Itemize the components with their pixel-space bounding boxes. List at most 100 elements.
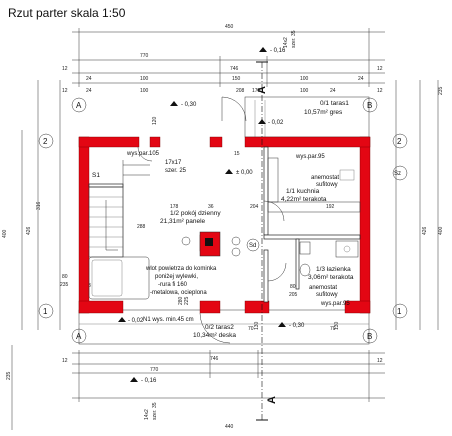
axis-2-right: 2 [397, 137, 402, 146]
dim-24b: 24 [358, 76, 364, 82]
dim-208: 208 [236, 88, 245, 94]
dim-130a: 130 [254, 321, 260, 330]
dimension-texts: 450 770 746 12 12 24 24 100 100 150 12 1… [2, 24, 444, 430]
dim-426: 426 [26, 226, 32, 235]
notes: wys.par.105 17x17 szer. 25 S1 wys.par.95… [92, 151, 350, 323]
room-kuchnia-name: 1/1 kuchnia [286, 188, 320, 195]
axis-b-bottom: B [367, 332, 372, 341]
level-016b: - 0,16 [141, 378, 157, 384]
dim-178: 178 [170, 204, 179, 210]
dim-szer35: szer. 35 [291, 30, 297, 48]
dim-24c: 24 [86, 88, 92, 94]
grid-axes: A B 2 2 1 1 A B Sz Sd [38, 97, 408, 344]
note-wlot-4: -metalowa, ocieplona [150, 290, 207, 296]
axis-a-bottom: A [76, 332, 82, 341]
dim-12f: 12 [377, 358, 383, 364]
dim-36: 36 [208, 204, 214, 210]
dim-100a: 100 [140, 76, 149, 82]
level-000: ± 0,00 [236, 170, 253, 176]
room-taras2-name: 0/2 taras2 [205, 324, 234, 331]
exterior-walls [78, 136, 371, 314]
level-markers: ± 0,00 - 0,30 - 0,02 - 0,16 - 0,02 - 0,3… [118, 47, 305, 384]
dim-130b: 130 [334, 321, 340, 330]
level-016a: - 0,16 [270, 48, 286, 54]
dim-120: 120 [152, 116, 158, 125]
axis-2-left: 2 [43, 137, 48, 146]
room-taras1-area: 10,57m² gres [304, 109, 343, 116]
dining-table [181, 236, 241, 257]
room-taras1-name: 0/1 taras1 [320, 100, 349, 107]
level-030a: - 0,30 [181, 102, 197, 108]
dim-746: 746 [230, 66, 239, 72]
level-030b: - 0,30 [289, 323, 305, 329]
note-anemostat2-b: sufitowy [316, 292, 338, 298]
note-stairs-2: szer. 25 [165, 168, 187, 174]
room-lazienka-area: 3,06m² terakota [308, 274, 354, 281]
dim-150: 150 [232, 76, 241, 82]
terrace-bottom [78, 309, 370, 345]
note-wlot-2: poniżej wylewki, [155, 274, 198, 280]
dim-15: 15 [234, 151, 240, 157]
note-n1: N1 wys. min.45 cm [143, 317, 194, 323]
axis-1-right: 1 [397, 307, 402, 316]
dim-100d: 100 [300, 88, 309, 94]
axis-b-top: B [367, 101, 372, 110]
dimension-lines [11, 28, 439, 430]
dim-100b: 100 [300, 76, 309, 82]
level-002a: - 0,02 [268, 120, 284, 126]
level-002b: - 0,02 [128, 318, 144, 324]
dim-280: 280 [178, 296, 184, 305]
room-labels: 0/1 taras1 10,57m² gres 1/2 pokój dzienn… [160, 100, 354, 339]
note-s1: S1 [92, 172, 100, 179]
dim-12a: 12 [62, 66, 68, 72]
dim-192: 192 [326, 204, 335, 210]
section-line: A A [256, 61, 278, 421]
dim-450: 450 [225, 24, 234, 30]
dim-14x2b: 14x2 [144, 409, 150, 420]
dim-12c: 12 [62, 88, 68, 94]
dim-100c: 100 [140, 88, 149, 94]
kitchen-counter [267, 157, 361, 213]
dim-235c: 235 [6, 371, 12, 380]
axis-1-left: 1 [43, 307, 48, 316]
dim-12e: 12 [62, 358, 68, 364]
dim-24a: 24 [86, 76, 92, 82]
dim-225: 225 [184, 296, 190, 305]
dim-235b: 235 [60, 282, 69, 288]
dim-12b: 12 [377, 66, 383, 72]
dim-205: 205 [289, 292, 298, 298]
note-wys-par-95-top: wys.par.95 [295, 154, 325, 160]
note-wys-par-95-bottom: wys.par.95 [320, 301, 350, 307]
dim-235a: 235 [438, 86, 444, 95]
dim-770: 770 [140, 53, 149, 59]
sd-label: Sd [249, 243, 256, 249]
room-kuchnia-area: 4,22m² terakota [281, 196, 327, 203]
page-title: Rzut parter skala 1:50 [8, 6, 126, 20]
note-stairs-1: 17x17 [165, 160, 182, 166]
dim-szer35b: szer. 35 [152, 402, 158, 420]
dim-316: 316 [36, 201, 42, 210]
note-wlot-1: wlot powietrza do kominka [145, 266, 217, 272]
note-anemostat1-b: sufitowy [316, 182, 338, 188]
doors [137, 96, 287, 344]
dim-8: 8 [88, 283, 91, 289]
dim-288: 288 [137, 224, 146, 230]
dim-24d: 24 [330, 88, 336, 94]
axis-a-top: A [76, 101, 82, 110]
dim-70a: 70 [248, 326, 254, 332]
note-anemostat2-a: anemostat [309, 285, 337, 291]
dim-770b: 770 [150, 367, 159, 373]
dim-170: 170 [252, 88, 261, 94]
dim-400: 400 [2, 229, 8, 238]
dim-12d: 12 [377, 88, 383, 94]
sz-label: Sz [394, 171, 401, 177]
dim-14x2: 14x2 [283, 37, 289, 48]
note-wys-par-105: wys.par.105 [126, 151, 160, 157]
dim-746b: 746 [210, 356, 219, 362]
sofa [88, 256, 150, 300]
dim-426b: 426 [422, 226, 428, 235]
room-lazienka-name: 1/3 łazienka [316, 266, 351, 273]
dim-80a: 80 [62, 274, 68, 280]
fireplace [199, 231, 221, 257]
